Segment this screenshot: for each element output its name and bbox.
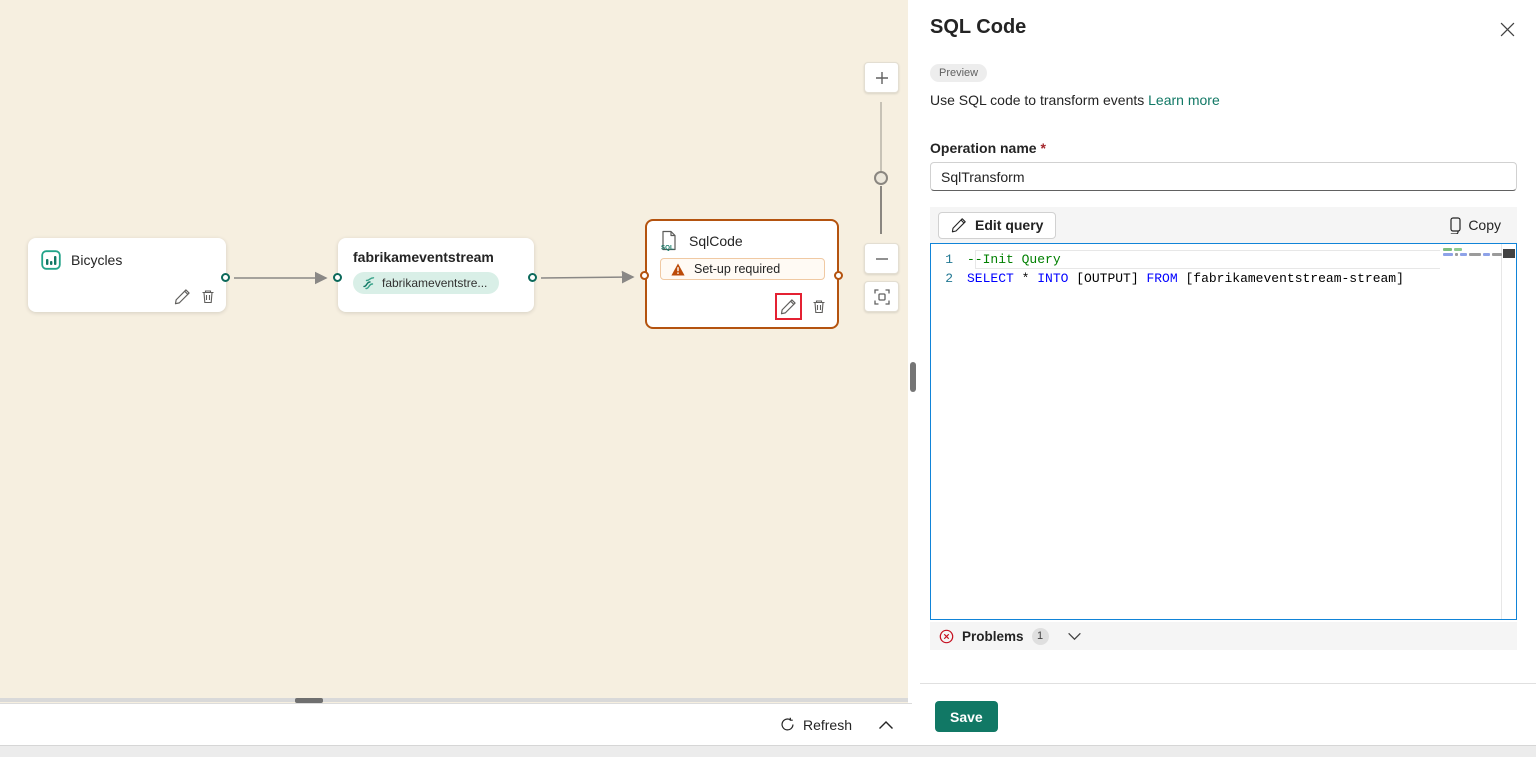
delete-node-icon[interactable] — [200, 288, 216, 305]
node-title: SqlCode — [689, 232, 743, 249]
input-port-sqlcode[interactable] — [640, 271, 649, 280]
canvas-horizontal-scrollbar[interactable] — [0, 698, 908, 702]
output-port-bicycles[interactable] — [221, 273, 230, 282]
panel-description: Use SQL code to transform events Learn m… — [930, 92, 1220, 108]
edit-node-annotation-box — [775, 293, 802, 320]
editor-scrollbar-thumb[interactable] — [1503, 249, 1515, 258]
stream-badge-label: fabrikameventstre... — [382, 276, 488, 290]
edit-node-icon[interactable] — [174, 288, 191, 305]
minimap-code-preview — [1443, 248, 1462, 251]
warning-icon — [671, 263, 685, 276]
canvas-footer: Refresh — [0, 703, 912, 745]
copy-label: Copy — [1468, 217, 1501, 233]
panel-divider — [920, 683, 1536, 684]
warning-label: Set-up required — [694, 262, 781, 276]
error-icon — [939, 629, 954, 644]
zoom-slider-handle[interactable] — [874, 171, 888, 185]
setup-required-warning: Set-up required — [660, 258, 825, 280]
editor-toolbar: Edit query Copy — [930, 207, 1517, 243]
refresh-button[interactable]: Refresh — [780, 717, 852, 733]
minimap-code-preview — [1443, 253, 1502, 256]
required-marker: * — [1040, 140, 1046, 156]
minimap[interactable] — [1440, 244, 1502, 619]
edit-query-button[interactable]: Edit query — [938, 211, 1057, 239]
zoom-in-button[interactable] — [864, 62, 899, 93]
sql-code-panel: SQL Code Preview Use SQL code to transfo… — [920, 0, 1536, 745]
output-port-fabrikameventstream[interactable] — [528, 273, 537, 282]
operation-name-label: Operation name * — [930, 140, 1046, 156]
copy-icon — [1447, 216, 1462, 234]
canvas-vertical-scrollbar-thumb[interactable] — [910, 362, 916, 392]
stream-badge: fabrikameventstre... — [353, 272, 500, 294]
close-panel-button[interactable] — [1496, 18, 1518, 40]
operation-name-input[interactable] — [930, 162, 1517, 191]
node-sqlcode[interactable]: SQL SqlCode Set-up required — [645, 219, 839, 329]
node-title: fabrikameventstream — [353, 249, 494, 265]
description-text: Use SQL code to transform events — [930, 92, 1145, 108]
node-bicycles[interactable]: Bicycles — [28, 238, 226, 312]
problems-label: Problems — [962, 628, 1024, 644]
node-fabrikameventstream[interactable]: fabrikameventstream fabrikameventstre... — [338, 238, 534, 312]
input-port-fabrikameventstream[interactable] — [333, 273, 342, 282]
node-title: Bicycles — [71, 252, 123, 268]
chevron-down-icon[interactable] — [1067, 632, 1082, 641]
eventstream-canvas[interactable]: Bicycles fabrikameventstream fabrikameve… — [0, 0, 908, 703]
refresh-icon — [780, 717, 795, 732]
copy-button[interactable]: Copy — [1447, 216, 1501, 234]
eventstream-icon — [362, 276, 376, 290]
bottom-strip — [0, 745, 1536, 757]
zoom-slider-track-lower[interactable] — [880, 186, 882, 234]
panel-title: SQL Code — [930, 16, 1027, 38]
zoom-slider-track[interactable] — [880, 102, 882, 174]
learn-more-link[interactable]: Learn more — [1148, 92, 1220, 108]
canvas-horizontal-scrollbar-thumb[interactable] — [295, 698, 323, 703]
fit-to-screen-button[interactable] — [864, 281, 899, 312]
canvas-vertical-scrollbar[interactable] — [908, 0, 920, 703]
output-port-sqlcode[interactable] — [834, 271, 843, 280]
edge-arrows — [234, 270, 635, 285]
problems-bar: Problems 1 — [930, 622, 1517, 650]
bar-chart-icon — [41, 250, 61, 270]
delete-node-icon[interactable] — [811, 298, 827, 315]
edit-query-label: Edit query — [975, 217, 1044, 233]
sql-document-icon: SQL — [659, 230, 679, 251]
refresh-label: Refresh — [802, 716, 852, 733]
collapse-panel-icon[interactable] — [878, 720, 894, 730]
save-button[interactable]: Save — [935, 701, 998, 732]
zoom-out-button[interactable] — [864, 243, 899, 274]
problems-count-badge: 1 — [1031, 627, 1049, 645]
pencil-icon — [951, 217, 967, 233]
preview-badge: Preview — [930, 64, 988, 82]
operation-name-label-text: Operation name — [930, 140, 1037, 156]
editor-scrollbar[interactable] — [1502, 244, 1516, 619]
edit-node-icon[interactable] — [780, 298, 797, 315]
svg-text:SQL: SQL — [661, 245, 674, 252]
